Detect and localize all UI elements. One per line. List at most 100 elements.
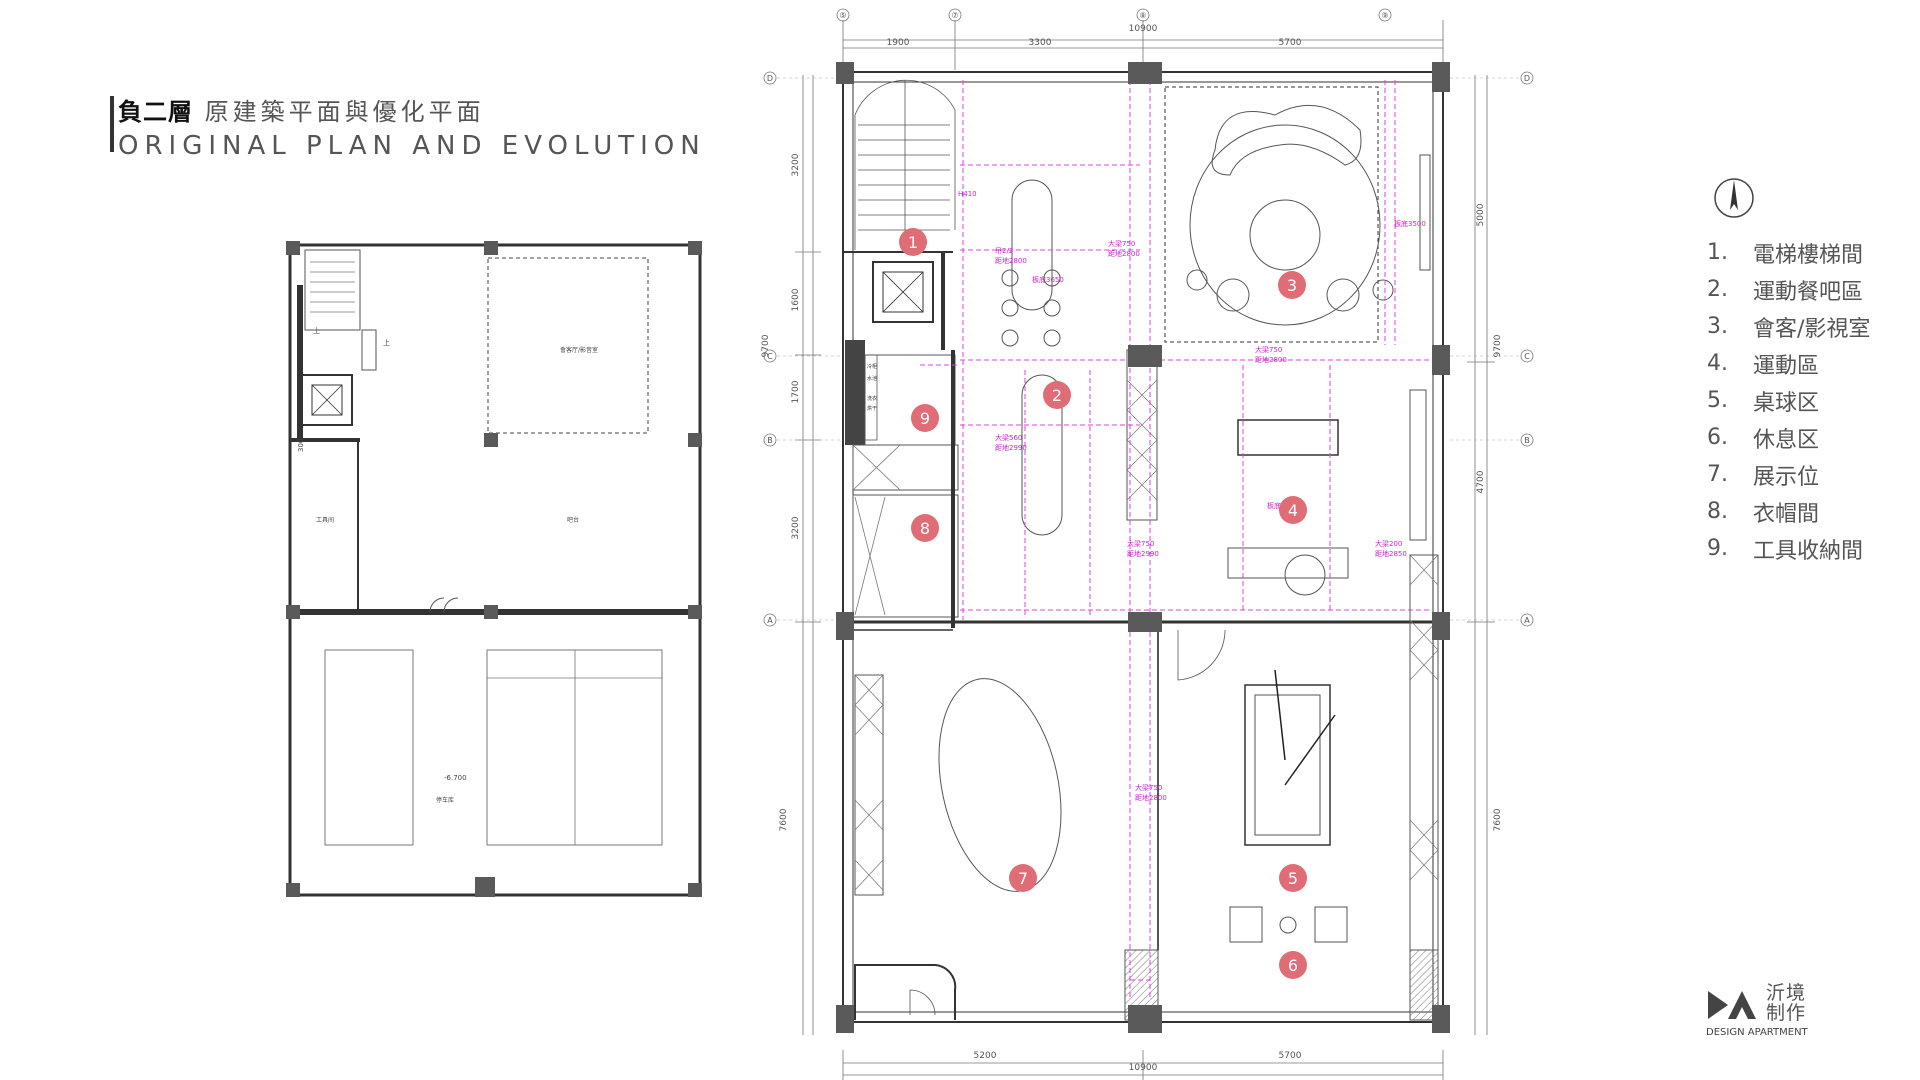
marker-2: 2	[1043, 381, 1071, 409]
axis-d-left: D	[767, 74, 773, 83]
legend-item: 9.工具收納間	[1707, 536, 1864, 564]
legend-item: 4.運動區	[1707, 351, 1820, 379]
svg-text:3: 3	[1287, 276, 1297, 295]
svg-text:4: 4	[1288, 501, 1298, 520]
title-subtitle: 原建築平面與優化平面	[204, 98, 485, 126]
da-logo-icon	[1708, 991, 1756, 1019]
dim-bottom-1: 5200	[974, 1051, 997, 1061]
dim-bottom-2: 5700	[1279, 1051, 1302, 1061]
cabinet-2: 水池	[867, 375, 877, 382]
dim-left-total: 9700	[761, 334, 771, 357]
marker-4: 4	[1279, 496, 1307, 524]
legend: 1.電梯樓梯間 2.運動餐吧區 3.會客/影視室 4.運動區 5.桌球区 6.休…	[1707, 234, 1870, 567]
legend-item: 7.展示位	[1707, 462, 1820, 490]
dim-left-1: 3200	[791, 153, 801, 176]
note-13: 大梁750	[1127, 539, 1154, 548]
orig-label-lounge: 會客厅/影音室	[560, 346, 598, 354]
note-4: 板底3650	[1032, 275, 1064, 284]
marker-7: 7	[1009, 864, 1037, 892]
note-11: 距地2990	[995, 443, 1027, 452]
axis-9: ⑨	[1381, 11, 1388, 20]
note-14: 距地2990	[1127, 549, 1159, 558]
axis-5: ⑤	[839, 11, 846, 20]
marker-6: 6	[1279, 951, 1307, 979]
title-english: ORIGINAL PLAN AND EVOLUTION	[118, 131, 706, 161]
marker-9: 9	[911, 404, 939, 432]
note-7: 板底3500	[1394, 219, 1426, 228]
axis-7: ⑦	[951, 11, 958, 20]
axis-a-right: A	[1524, 616, 1530, 625]
legend-item: 6.休息区	[1707, 425, 1820, 453]
svg-text:9: 9	[920, 409, 930, 428]
logo-english: DESIGN APARTMENT	[1706, 1027, 1808, 1038]
axis-d-right: D	[1524, 74, 1530, 83]
title-bar	[110, 96, 114, 152]
svg-text:5: 5	[1288, 869, 1298, 888]
dim-top-3: 5700	[1279, 38, 1302, 48]
marker-5: 5	[1279, 864, 1307, 892]
axis-a-left: A	[767, 616, 773, 625]
cabinet-1: 冷柜	[867, 363, 877, 370]
note-1: H410	[958, 190, 977, 198]
note-17: 大梁750	[1135, 783, 1162, 792]
note-2: 吊2/2	[995, 247, 1013, 255]
axis-b-left: B	[767, 436, 773, 445]
note-16: 距地2850	[1375, 549, 1407, 558]
dim-left-2: 1600	[791, 288, 801, 311]
svg-text:2: 2	[1052, 386, 1062, 405]
orig-label-bar: 吧台	[567, 516, 579, 524]
note-3: 距地2800	[995, 256, 1027, 265]
dim-left-5: 7600	[779, 808, 789, 831]
note-5: 大梁750	[1108, 239, 1135, 248]
orig-elevation: -6.700	[444, 774, 467, 782]
note-15: 大梁200	[1375, 539, 1402, 548]
note-10: 大梁560	[995, 433, 1022, 442]
note-9: 距地2800	[1255, 355, 1287, 364]
orig-label-garage: 停车库	[436, 796, 454, 804]
cabinet-3: 洗衣	[867, 395, 877, 402]
svg-text:8: 8	[920, 519, 930, 538]
legend-item: 1.電梯樓梯間	[1707, 240, 1864, 268]
dim-top-2: 3300	[1029, 38, 1052, 48]
title-chinese: 負二層 原建築平面與優化平面	[118, 92, 706, 127]
legend-item: 3.會客/影視室	[1707, 314, 1871, 342]
note-18: 距地2800	[1135, 793, 1167, 802]
dim-right-total: 9700	[1493, 334, 1503, 357]
legend-item: 5.桌球区	[1707, 388, 1820, 416]
title-floor: 負二層	[118, 98, 193, 126]
orig-stair-up-1: 上	[313, 326, 320, 335]
brand-logo: 沂境 制作 DESIGN APARTMENT	[1706, 983, 1826, 1043]
orig-dim: 300	[297, 439, 305, 452]
legend-item: 2.運動餐吧區	[1707, 277, 1864, 305]
orig-stair-up-2: 上	[383, 338, 390, 347]
marker-8: 8	[911, 514, 939, 542]
marker-1: 1	[899, 228, 927, 256]
cabinet-4: 烘干	[867, 405, 877, 412]
note-8: 大梁750	[1255, 345, 1282, 354]
note-6: 距地2800	[1108, 249, 1140, 258]
dim-top-1: 1900	[887, 38, 910, 48]
axis-c-left: C	[767, 352, 773, 361]
svg-text:6: 6	[1288, 956, 1298, 975]
dim-left-4: 3200	[791, 516, 801, 539]
dim-bottom-total: 10900	[1129, 1063, 1158, 1073]
axis-c-right: C	[1524, 352, 1530, 361]
dim-right-2: 4700	[1476, 470, 1486, 493]
dim-right-1: 5000	[1476, 203, 1486, 226]
legend-item: 8.衣帽間	[1707, 499, 1820, 527]
svg-text:7: 7	[1018, 869, 1028, 888]
optimized-plan: ⑤ ⑦ ⑧ ⑨ D C B A D C B A 1900 3300 5700 1…	[761, 8, 1534, 1080]
title-block: 負二層 原建築平面與優化平面 ORIGINAL PLAN AND EVOLUTI…	[110, 92, 706, 161]
axis-b-right: B	[1524, 436, 1530, 445]
dim-right-3: 7600	[1493, 808, 1503, 831]
logo-chinese: 沂境 制作	[1766, 982, 1807, 1024]
axis-8: ⑧	[1139, 11, 1146, 20]
original-plan: 會客厅/影音室 工具间 吧台 停车库 -6.700 300 上 上	[286, 241, 702, 897]
orig-label-tool: 工具间	[316, 516, 334, 524]
svg-text:1: 1	[908, 233, 918, 252]
north-arrow-icon	[1714, 178, 1754, 218]
marker-3: 3	[1278, 271, 1306, 299]
dim-top-total: 10900	[1129, 24, 1158, 34]
dim-left-3: 1700	[791, 380, 801, 403]
